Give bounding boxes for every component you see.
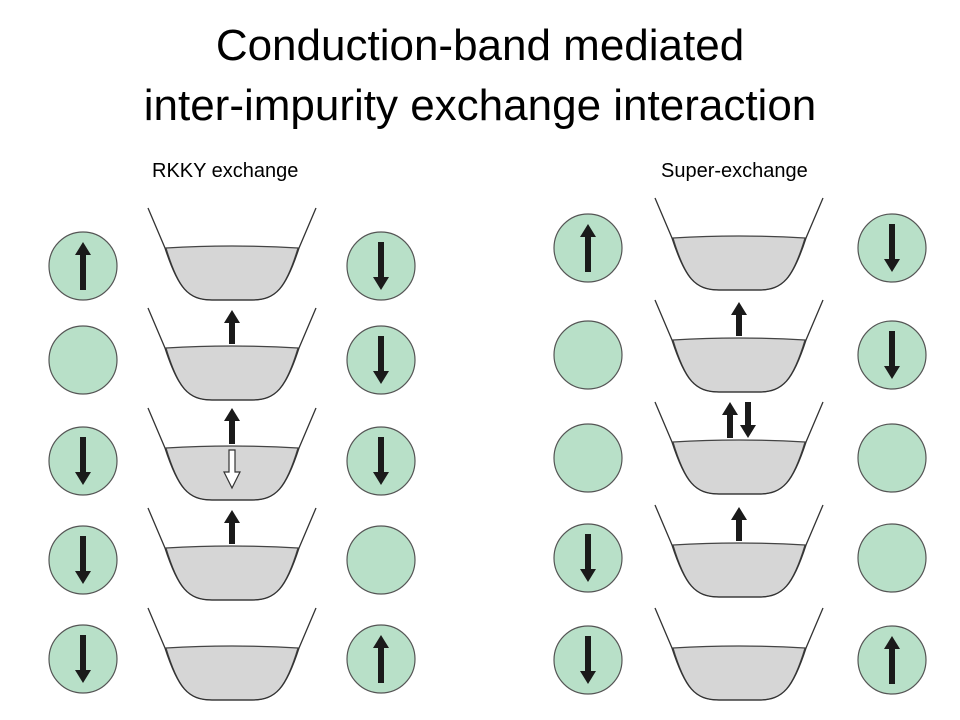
rkky-row-2-conduction-band-walls: [147, 307, 317, 401]
rkky-row-4-conduction-band-electron-up: [224, 510, 240, 544]
rkky-row-1-right-impurity-arrow-down: [373, 242, 389, 290]
rkky-row-2: [48, 307, 416, 401]
title-line-2: inter-impurity exchange interaction: [143, 81, 817, 130]
super-exchange-row-4: [553, 504, 927, 598]
super-exchange-row-5-conduction-band-fill: [672, 645, 806, 701]
rkky-row-5-left-impurity-arrow-down: [75, 635, 91, 683]
super-exchange-row-1-left-impurity-arrow-up: [580, 224, 596, 272]
rkky-row-3: [48, 407, 416, 501]
super-exchange-row-4-conduction-band-walls: [654, 504, 824, 598]
super-exchange-row-1-right-impurity-arrow-down: [884, 224, 900, 272]
rkky-row-3-conduction-band-walls: [147, 407, 317, 501]
super-exchange-row-4-left-impurity-arrow-down: [580, 534, 596, 582]
rkky-row-2-conduction-band-fill: [165, 345, 299, 401]
rkky-row-4: [48, 507, 416, 601]
rkky-row-3-left-impurity-arrow-down: [75, 437, 91, 485]
rkky-row-5-right-impurity-arrow-up: [373, 635, 389, 683]
rkky-row-5-conduction-band-fill: [165, 645, 299, 701]
super-exchange-row-5-left-impurity-arrow-down: [580, 636, 596, 684]
super-exchange-row-3-right-impurity: [857, 423, 927, 493]
rkky-row-2-conduction-band-electron-up: [224, 310, 240, 344]
rkky-row-3-right-impurity-arrow-down: [373, 437, 389, 485]
super-exchange-row-2: [553, 299, 927, 393]
super-exchange-row-5-right-impurity-arrow-up: [884, 636, 900, 684]
rkky-row-4-conduction-band-walls: [147, 507, 317, 601]
super-exchange-row-3-conduction-band-walls: [654, 401, 824, 495]
super-exchange-row-3-conduction-band-electron-up: [722, 402, 738, 438]
rkky-row-1-conduction-band-fill: [165, 245, 299, 301]
rkky-row-1: [48, 207, 416, 301]
panel-label-super-exchange: Super-exchange: [661, 160, 808, 182]
super-exchange-row-1-conduction-band-fill: [672, 235, 806, 291]
panel-rkky: [48, 207, 416, 701]
super-exchange-row-2-right-impurity-arrow-down: [884, 331, 900, 379]
rkky-row-3-conduction-band-hole-down: [223, 449, 241, 490]
rkky-row-2-left-impurity: [48, 325, 118, 395]
super-exchange-row-1-conduction-band-walls: [654, 197, 824, 291]
super-exchange-row-5-conduction-band-walls: [654, 607, 824, 701]
rkky-row-4-right-impurity: [346, 525, 416, 595]
title-line-1: Conduction-band mediated: [215, 21, 745, 70]
super-exchange-row-3-left-impurity: [553, 423, 623, 493]
super-exchange-row-3: [553, 401, 927, 495]
super-exchange-row-2-conduction-band-electron-up: [731, 302, 747, 336]
super-exchange-row-2-conduction-band-fill: [672, 337, 806, 393]
rkky-row-4-left-impurity-arrow-down: [75, 536, 91, 584]
super-exchange-row-4-right-impurity: [857, 523, 927, 593]
rkky-row-4-conduction-band-fill: [165, 545, 299, 601]
panel-label-rkky: RKKY exchange: [152, 160, 299, 182]
super-exchange-row-5: [553, 607, 927, 701]
rkky-row-1-conduction-band-walls: [147, 207, 317, 301]
super-exchange-row-1: [553, 197, 927, 291]
rkky-row-2-right-impurity-arrow-down: [373, 336, 389, 384]
panel-super-exchange: [553, 197, 927, 701]
super-exchange-row-4-conduction-band-fill: [672, 542, 806, 598]
rkky-row-1-left-impurity-arrow-up: [75, 242, 91, 290]
rkky-row-3-conduction-band-electron-up: [224, 408, 240, 444]
super-exchange-row-2-conduction-band-walls: [654, 299, 824, 393]
rkky-row-5-conduction-band-walls: [147, 607, 317, 701]
super-exchange-row-4-conduction-band-electron-up: [731, 507, 747, 541]
super-exchange-row-3-conduction-band-electron-down: [740, 402, 756, 438]
super-exchange-row-2-left-impurity: [553, 320, 623, 390]
rkky-row-5: [48, 607, 416, 701]
super-exchange-row-3-conduction-band-fill: [672, 439, 806, 495]
